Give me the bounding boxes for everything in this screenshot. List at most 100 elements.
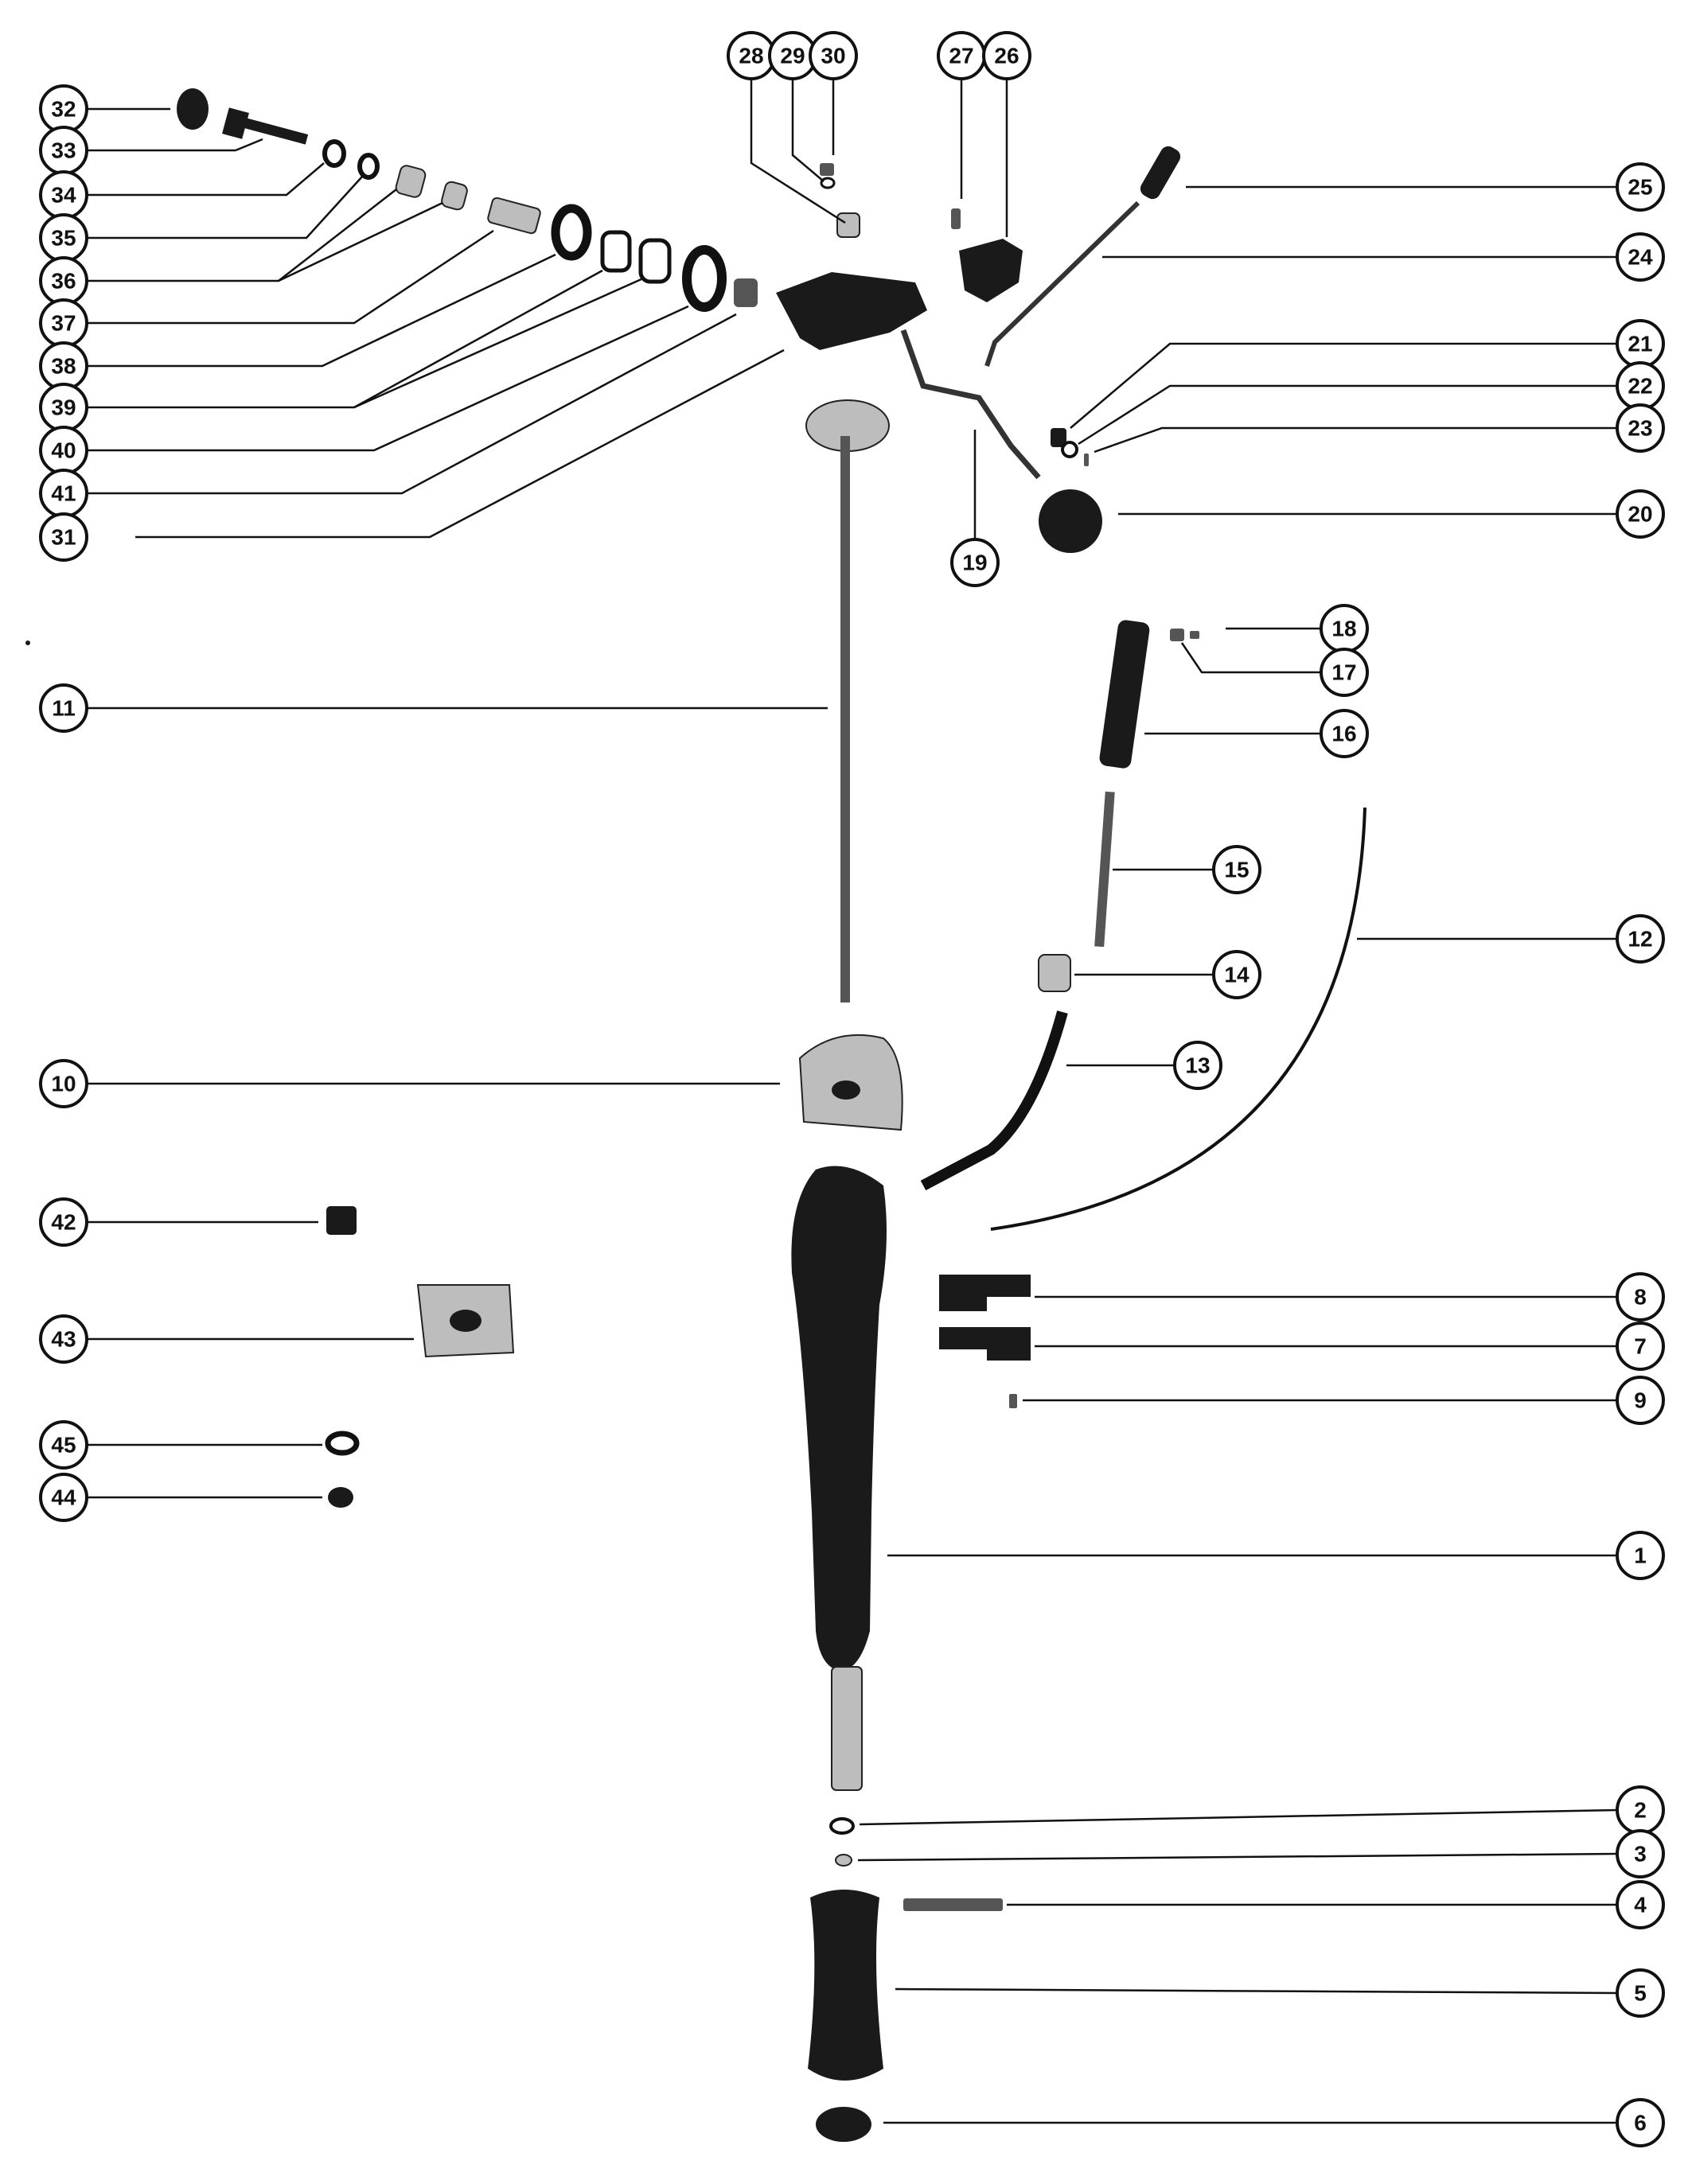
- callout-8: 8: [1035, 1272, 1665, 1322]
- callout-label-35: 35: [51, 226, 76, 251]
- callout-18: 18: [1226, 604, 1369, 653]
- callout-4: 4: [1007, 1880, 1665, 1929]
- callout-12: 12: [1357, 914, 1665, 964]
- callout-label-20: 20: [1628, 502, 1652, 527]
- part-34-washer: [322, 139, 346, 168]
- callout-label-30: 30: [821, 44, 845, 68]
- callout-label-6: 6: [1634, 2111, 1647, 2135]
- part-10-hole: [832, 1080, 860, 1100]
- part-16-tube: [1099, 620, 1150, 769]
- callout-41: 41: [39, 313, 737, 518]
- callout-1: 1: [887, 1531, 1665, 1580]
- parts-layer: [25, 88, 1366, 2142]
- callout-label-19: 19: [962, 551, 987, 575]
- callout-label-22: 22: [1628, 374, 1652, 399]
- callout-label-9: 9: [1634, 1388, 1647, 1413]
- callout-label-24: 24: [1628, 245, 1653, 270]
- part-19-linkage: [900, 329, 1041, 480]
- callout-2: 2: [859, 1785, 1665, 1835]
- part-12-cable: [990, 807, 1366, 1231]
- callouts-layer: 32 33 34 35 36 37: [39, 31, 1665, 2147]
- callout-44: 44: [39, 1473, 322, 1522]
- callout-24: 24: [1102, 232, 1665, 282]
- callout-21: 21: [1070, 319, 1665, 429]
- part-17-setscrew: [1170, 629, 1184, 641]
- part-2-washer: [829, 1817, 855, 1835]
- callout-label-39: 39: [51, 395, 76, 420]
- part-28-bushing: [836, 212, 860, 238]
- part-27-screw: [951, 208, 961, 229]
- callout-label-41: 41: [51, 481, 76, 506]
- part-9-screw: [1009, 1394, 1017, 1408]
- callout-label-42: 42: [51, 1210, 76, 1235]
- callout-40: 40: [39, 305, 689, 475]
- callout-9: 9: [1023, 1376, 1665, 1425]
- callout-19: 19: [950, 430, 1000, 587]
- callout-16: 16: [1144, 709, 1369, 758]
- callout-label-14: 14: [1224, 963, 1250, 987]
- part-11-cable: [840, 436, 850, 1002]
- callout-label-38: 38: [51, 354, 76, 379]
- callout-label-40: 40: [51, 438, 76, 463]
- callout-label-1: 1: [1634, 1544, 1647, 1568]
- part-24-rod: [984, 200, 1140, 367]
- callout-38: 38: [39, 253, 556, 391]
- part-41-washer: [682, 245, 727, 312]
- part-38-washer: [551, 204, 592, 261]
- speck: [25, 640, 30, 645]
- part-18-screw: [1190, 631, 1199, 639]
- part-7-plate: [939, 1327, 1031, 1361]
- callout-11: 11: [39, 683, 828, 733]
- part-6-cap: [816, 2107, 871, 2142]
- callout-43: 43: [39, 1314, 414, 1364]
- callout-42: 42: [39, 1197, 318, 1247]
- callout-22: 22: [1078, 361, 1665, 446]
- callout-15: 15: [1113, 845, 1261, 894]
- part-45-washer: [325, 1431, 360, 1456]
- callout-6: 6: [883, 2098, 1665, 2147]
- callout-label-18: 18: [1331, 617, 1356, 641]
- callout-32: 32: [39, 84, 170, 134]
- callout-label-16: 16: [1331, 722, 1356, 746]
- part-15-rod: [1094, 791, 1115, 948]
- callout-label-27: 27: [949, 44, 973, 68]
- callout-label-11: 11: [52, 696, 76, 721]
- part-35-washer: [357, 153, 380, 180]
- callout-label-37: 37: [51, 311, 76, 336]
- part-32-cap: [177, 88, 209, 130]
- callout-label-28: 28: [739, 44, 763, 68]
- part-22-washer: [1061, 441, 1078, 458]
- part-44-button: [328, 1487, 353, 1508]
- part-13-hose: [920, 1010, 1068, 1191]
- callout-label-31: 31: [51, 525, 76, 550]
- callout-label-10: 10: [51, 1072, 76, 1096]
- callout-label-17: 17: [1331, 660, 1356, 685]
- part-20-knob: [1039, 489, 1102, 553]
- part-1-shaft: [831, 1666, 863, 1791]
- callout-label-5: 5: [1634, 1981, 1647, 2006]
- callout-label-4: 4: [1634, 1893, 1647, 1917]
- callout-label-45: 45: [51, 1433, 76, 1458]
- callout-3: 3: [857, 1829, 1665, 1878]
- callout-label-43: 43: [51, 1327, 76, 1352]
- part-21-screw: [1051, 428, 1066, 447]
- callout-17: 17: [1180, 642, 1369, 697]
- callout-label-23: 23: [1628, 416, 1652, 441]
- part-29-washer: [820, 177, 836, 189]
- part-5-grip: [808, 1890, 883, 2081]
- callout-39: 39: [39, 269, 644, 432]
- callout-30: 30: [809, 31, 858, 155]
- part-bracket: [776, 272, 927, 350]
- part-23-pin: [1084, 454, 1089, 466]
- callout-label-8: 8: [1634, 1285, 1647, 1310]
- part-3-nut: [835, 1854, 852, 1867]
- part-14-coupler: [1038, 954, 1071, 992]
- callout-7: 7: [1035, 1322, 1665, 1371]
- callout-37: 37: [39, 229, 494, 348]
- part-8-plate: [939, 1275, 1031, 1311]
- callout-label-29: 29: [780, 44, 805, 68]
- part-1-handle: [791, 1166, 887, 1671]
- part-30-nut: [820, 163, 834, 176]
- part-40-gasket: [638, 238, 672, 284]
